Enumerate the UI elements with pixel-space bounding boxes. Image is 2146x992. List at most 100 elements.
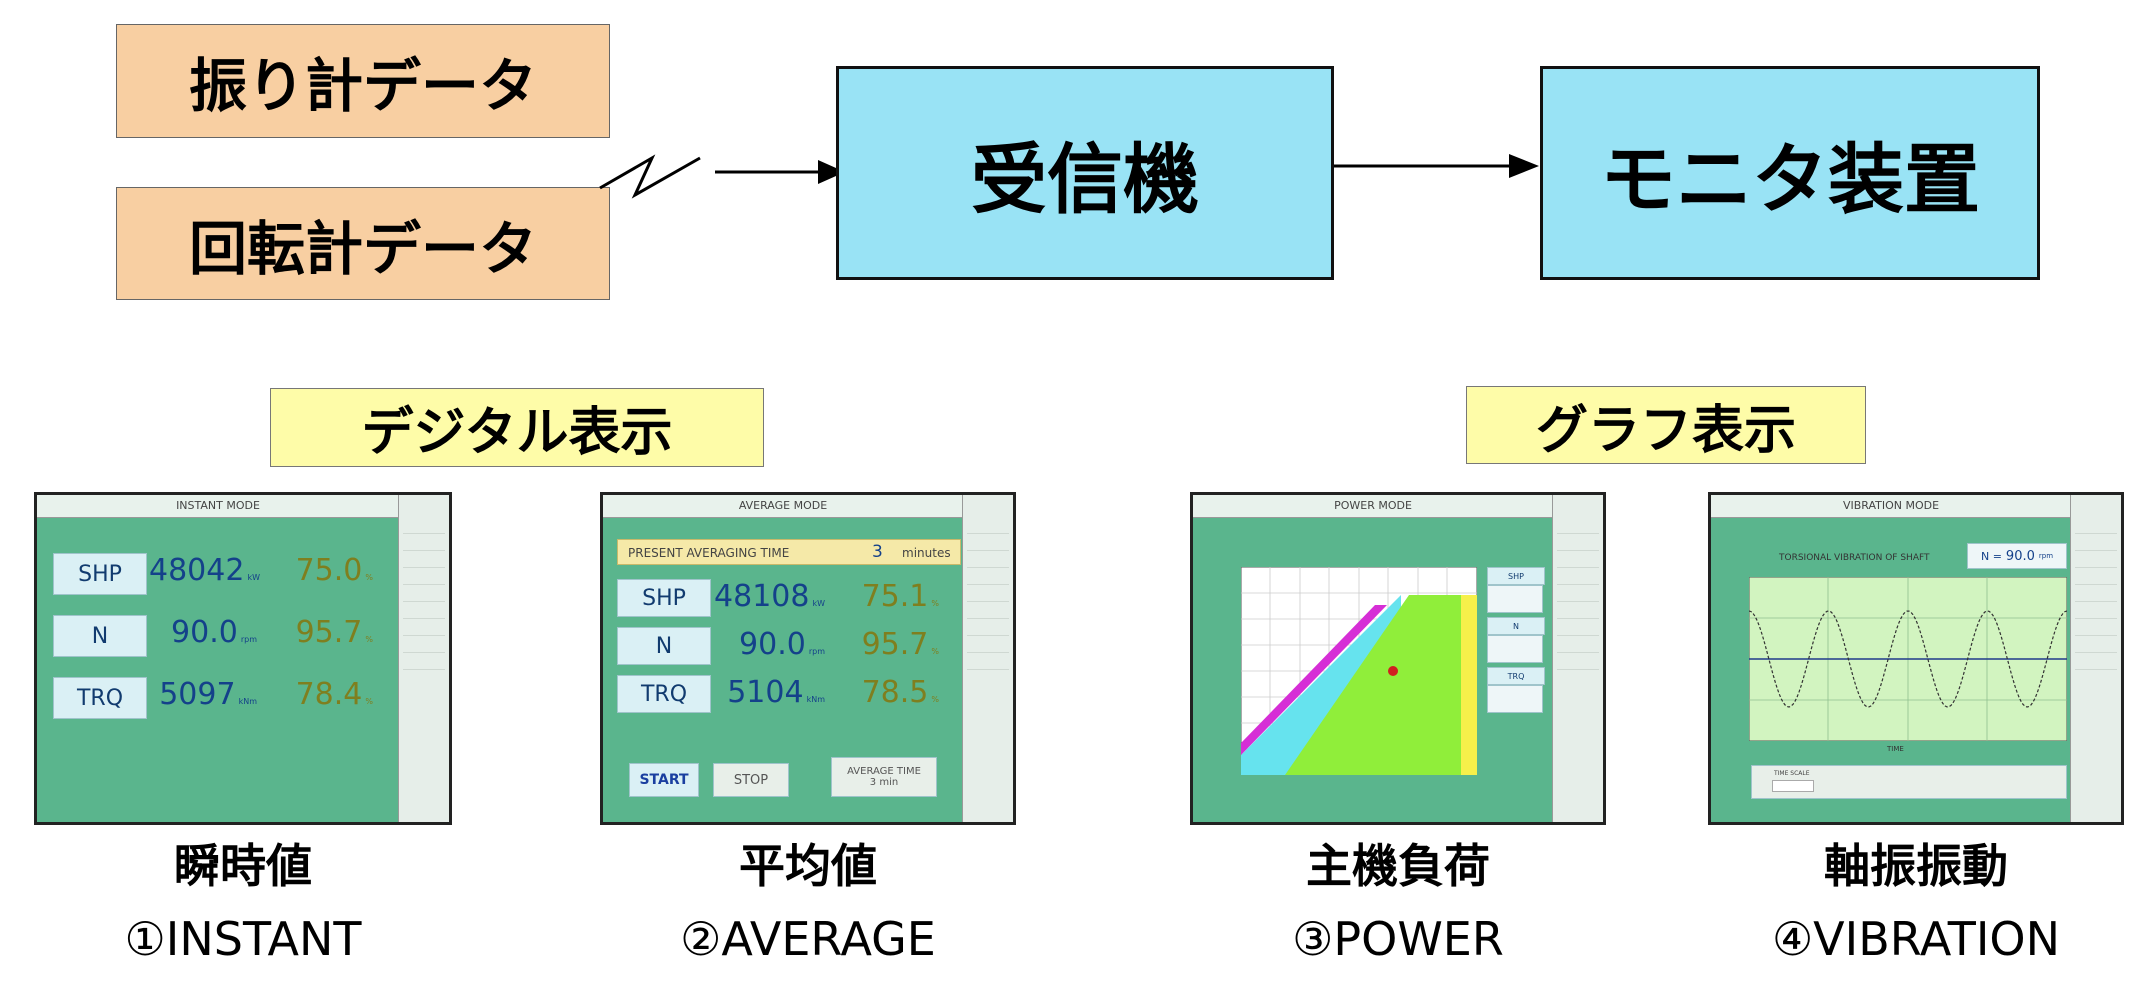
power-side-menu bbox=[1552, 495, 1603, 822]
average-mode-screen: AVERAGE MODE PRESENT AVERAGING TIME 3 mi… bbox=[600, 492, 1016, 825]
vibration-mode-screen: VIBRATION MODE TORSIONAL VIBRATION OF SH… bbox=[1708, 492, 2124, 825]
side-menu-item[interactable] bbox=[403, 570, 445, 585]
vibration-waveform bbox=[1749, 577, 2067, 741]
stop-button[interactable]: STOP bbox=[713, 763, 789, 797]
side-menu-item[interactable] bbox=[1557, 638, 1599, 653]
average-time-label: AVERAGE TIME bbox=[847, 766, 921, 777]
average-n-label: N bbox=[617, 627, 711, 665]
power-panel-trq: TRQ bbox=[1487, 667, 1545, 685]
instant-trq-pct: 78.4% bbox=[295, 677, 373, 712]
start-button[interactable]: START bbox=[629, 763, 699, 797]
side-menu-item[interactable] bbox=[967, 570, 1009, 585]
side-menu-item[interactable] bbox=[2075, 587, 2117, 602]
side-menu-item[interactable] bbox=[1557, 604, 1599, 619]
side-menu-item[interactable] bbox=[2075, 638, 2117, 653]
side-menu-item[interactable] bbox=[967, 638, 1009, 653]
average-n-pct: 95.7% bbox=[861, 627, 939, 662]
manufacturer-logo bbox=[1557, 800, 1599, 814]
vibration-screen-title: VIBRATION MODE bbox=[1711, 495, 2071, 518]
average-side-menu bbox=[962, 495, 1013, 822]
side-menu-item[interactable] bbox=[967, 536, 1009, 551]
present-averaging-bar: PRESENT AVERAGING TIME 3 minutes bbox=[617, 539, 961, 565]
side-menu-item[interactable] bbox=[967, 587, 1009, 602]
time-scale-panel[interactable]: TIME SCALE bbox=[1751, 765, 2067, 799]
average-trq-label: TRQ bbox=[617, 675, 711, 713]
instant-mode-label: ①INSTANT bbox=[124, 912, 362, 966]
average-caption: 平均値 bbox=[739, 839, 877, 893]
side-menu-item[interactable] bbox=[1557, 621, 1599, 636]
side-menu-item[interactable] bbox=[2075, 621, 2117, 636]
receiver-to-monitor-arrow bbox=[1334, 154, 1539, 178]
monitor-label: モニタ装置 bbox=[1600, 135, 1980, 224]
side-menu-item[interactable] bbox=[403, 604, 445, 619]
vibration-rpm-box: N = 90.0 rpm bbox=[1967, 543, 2067, 569]
vibration-n-label: N = bbox=[1980, 549, 2002, 563]
power-panel-shp: SHP bbox=[1487, 567, 1545, 585]
instant-n-label: N bbox=[53, 615, 147, 657]
side-menu-item[interactable] bbox=[2075, 536, 2117, 551]
side-menu-item[interactable] bbox=[2075, 655, 2117, 670]
vibration-n-unit: rpm bbox=[2038, 552, 2054, 560]
instant-shp-pct: 75.0% bbox=[295, 553, 373, 588]
present-averaging-unit: minutes bbox=[902, 546, 951, 560]
vibration-side-menu bbox=[2070, 495, 2121, 822]
side-menu-item[interactable] bbox=[403, 621, 445, 636]
side-menu-item[interactable] bbox=[403, 536, 445, 551]
side-menu-item[interactable] bbox=[1557, 553, 1599, 568]
average-mode-label: ②AVERAGE bbox=[680, 912, 936, 966]
manufacturer-logo bbox=[403, 800, 445, 814]
source-rotation-data: 回転計データ bbox=[116, 187, 610, 300]
average-time-button[interactable]: AVERAGE TIME 3 min bbox=[831, 757, 937, 797]
side-menu-item[interactable] bbox=[967, 519, 1009, 534]
present-averaging-label: PRESENT AVERAGING TIME bbox=[628, 546, 790, 560]
power-mode-label: ③POWER bbox=[1292, 912, 1504, 966]
wireless-transmission-icon bbox=[599, 154, 845, 199]
side-menu-item[interactable] bbox=[967, 604, 1009, 619]
average-screen-title: AVERAGE MODE bbox=[603, 495, 963, 518]
manufacturer-logo bbox=[2075, 800, 2117, 814]
average-shp-pct: 75.1% bbox=[861, 579, 939, 614]
power-screen-title: POWER MODE bbox=[1193, 495, 1553, 518]
instant-trq-label: TRQ bbox=[53, 677, 147, 719]
instant-side-menu bbox=[398, 495, 449, 822]
vibration-mode-label: ④VIBRATION bbox=[1771, 912, 2061, 966]
side-menu-item[interactable] bbox=[403, 638, 445, 653]
side-menu-item[interactable] bbox=[967, 655, 1009, 670]
side-menu-item[interactable] bbox=[967, 621, 1009, 636]
side-menu-item[interactable] bbox=[2075, 519, 2117, 534]
side-menu-item[interactable] bbox=[2075, 553, 2117, 568]
time-scale-field[interactable] bbox=[1772, 780, 1814, 792]
operating-point-marker bbox=[1388, 666, 1398, 676]
side-menu-item[interactable] bbox=[403, 519, 445, 534]
vibration-n-value: 90.0 bbox=[2005, 548, 2035, 564]
category-digital: デジタル表示 bbox=[270, 388, 764, 467]
vibration-caption: 軸振振動 bbox=[1824, 839, 2008, 893]
side-menu-item[interactable] bbox=[1557, 570, 1599, 585]
side-menu-item[interactable] bbox=[2075, 570, 2117, 585]
source-vibration-data: 振り計データ bbox=[116, 24, 610, 138]
category-graph: グラフ表示 bbox=[1466, 386, 1866, 464]
side-menu-item[interactable] bbox=[2075, 604, 2117, 619]
source-vibration-label: 振り計データ bbox=[188, 52, 537, 120]
power-caption: 主機負荷 bbox=[1306, 839, 1490, 893]
receiver-box: 受信機 bbox=[836, 66, 1334, 280]
average-time-value: 3 min bbox=[869, 777, 899, 788]
side-menu-item[interactable] bbox=[1557, 536, 1599, 551]
side-menu-item[interactable] bbox=[1557, 655, 1599, 670]
monitor-box: モニタ装置 bbox=[1540, 66, 2040, 280]
side-menu-item[interactable] bbox=[1557, 519, 1599, 534]
side-menu-item[interactable] bbox=[403, 655, 445, 670]
side-menu-item[interactable] bbox=[1557, 587, 1599, 602]
time-scale-label: TIME SCALE bbox=[1774, 770, 1810, 777]
side-menu-item[interactable] bbox=[403, 587, 445, 602]
engine-load-diagram bbox=[1241, 567, 1477, 775]
side-menu-item[interactable] bbox=[967, 553, 1009, 568]
side-menu-item[interactable] bbox=[403, 553, 445, 568]
instant-shp-label: SHP bbox=[53, 553, 147, 595]
